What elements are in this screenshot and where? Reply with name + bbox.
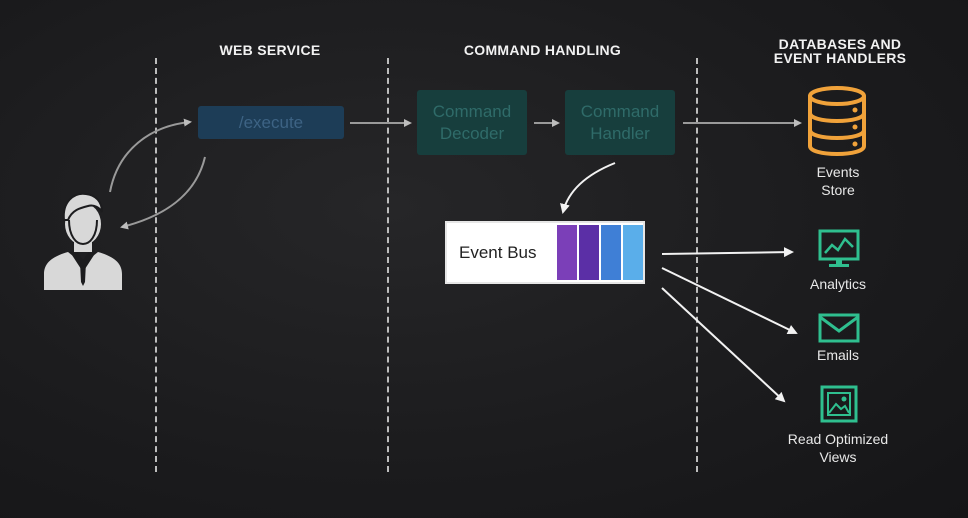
monitor-chart-icon: [818, 229, 860, 267]
events-store-line2: Store: [821, 182, 855, 198]
header-databases: DATABASES AND EVENT HANDLERS: [760, 37, 920, 65]
events-store-label: Events Store: [788, 163, 888, 199]
arrow-handler-to-bus: [560, 162, 616, 214]
event-bus-label: Event Bus: [459, 243, 537, 262]
header-command-handling: COMMAND HANDLING: [463, 42, 622, 58]
user-avatar-icon: [44, 192, 122, 290]
events-store-line1: Events: [816, 164, 860, 180]
event-bus: Event Bus: [445, 221, 645, 284]
database-icon: [808, 86, 866, 156]
arrow-execute-to-user: [120, 156, 206, 230]
read-views-line1: Read Optimized: [787, 431, 889, 447]
event-bus-segment-1: [557, 225, 577, 280]
command-decoder-line1: Command: [432, 101, 512, 121]
command-handler-line1: Command: [580, 101, 660, 121]
arrow-bus-to-views: [661, 287, 786, 403]
command-handler: Command Handler: [565, 90, 675, 155]
read-views-label: Read Optimized Views: [768, 430, 908, 466]
separator-1: [155, 58, 157, 472]
read-views-line2: Views: [819, 449, 857, 465]
command-decoder-line2: Decoder: [439, 123, 505, 143]
execute-endpoint: /execute: [198, 106, 344, 139]
command-handler-line2: Handler: [590, 123, 650, 143]
header-databases-line1: DATABASES AND: [778, 36, 902, 52]
event-bus-segment-4: [623, 225, 643, 280]
execute-label: /execute: [238, 112, 304, 132]
separator-3: [696, 58, 698, 472]
analytics-label: Analytics: [809, 276, 867, 292]
header-databases-line2: EVENT HANDLERS: [773, 50, 907, 66]
header-web-service: WEB SERVICE: [219, 42, 321, 58]
event-bus-segment-2: [579, 225, 599, 280]
event-bus-segment-3: [601, 225, 621, 280]
envelope-icon: [818, 313, 860, 343]
separator-2: [387, 58, 389, 472]
arrow-bus-to-analytics: [661, 247, 794, 258]
emails-label: Emails: [816, 347, 859, 363]
image-icon: [820, 385, 858, 423]
arrow-bus-to-emails: [661, 267, 798, 335]
command-decoder: Command Decoder: [417, 90, 527, 155]
arrow-user-to-execute: [109, 118, 192, 193]
